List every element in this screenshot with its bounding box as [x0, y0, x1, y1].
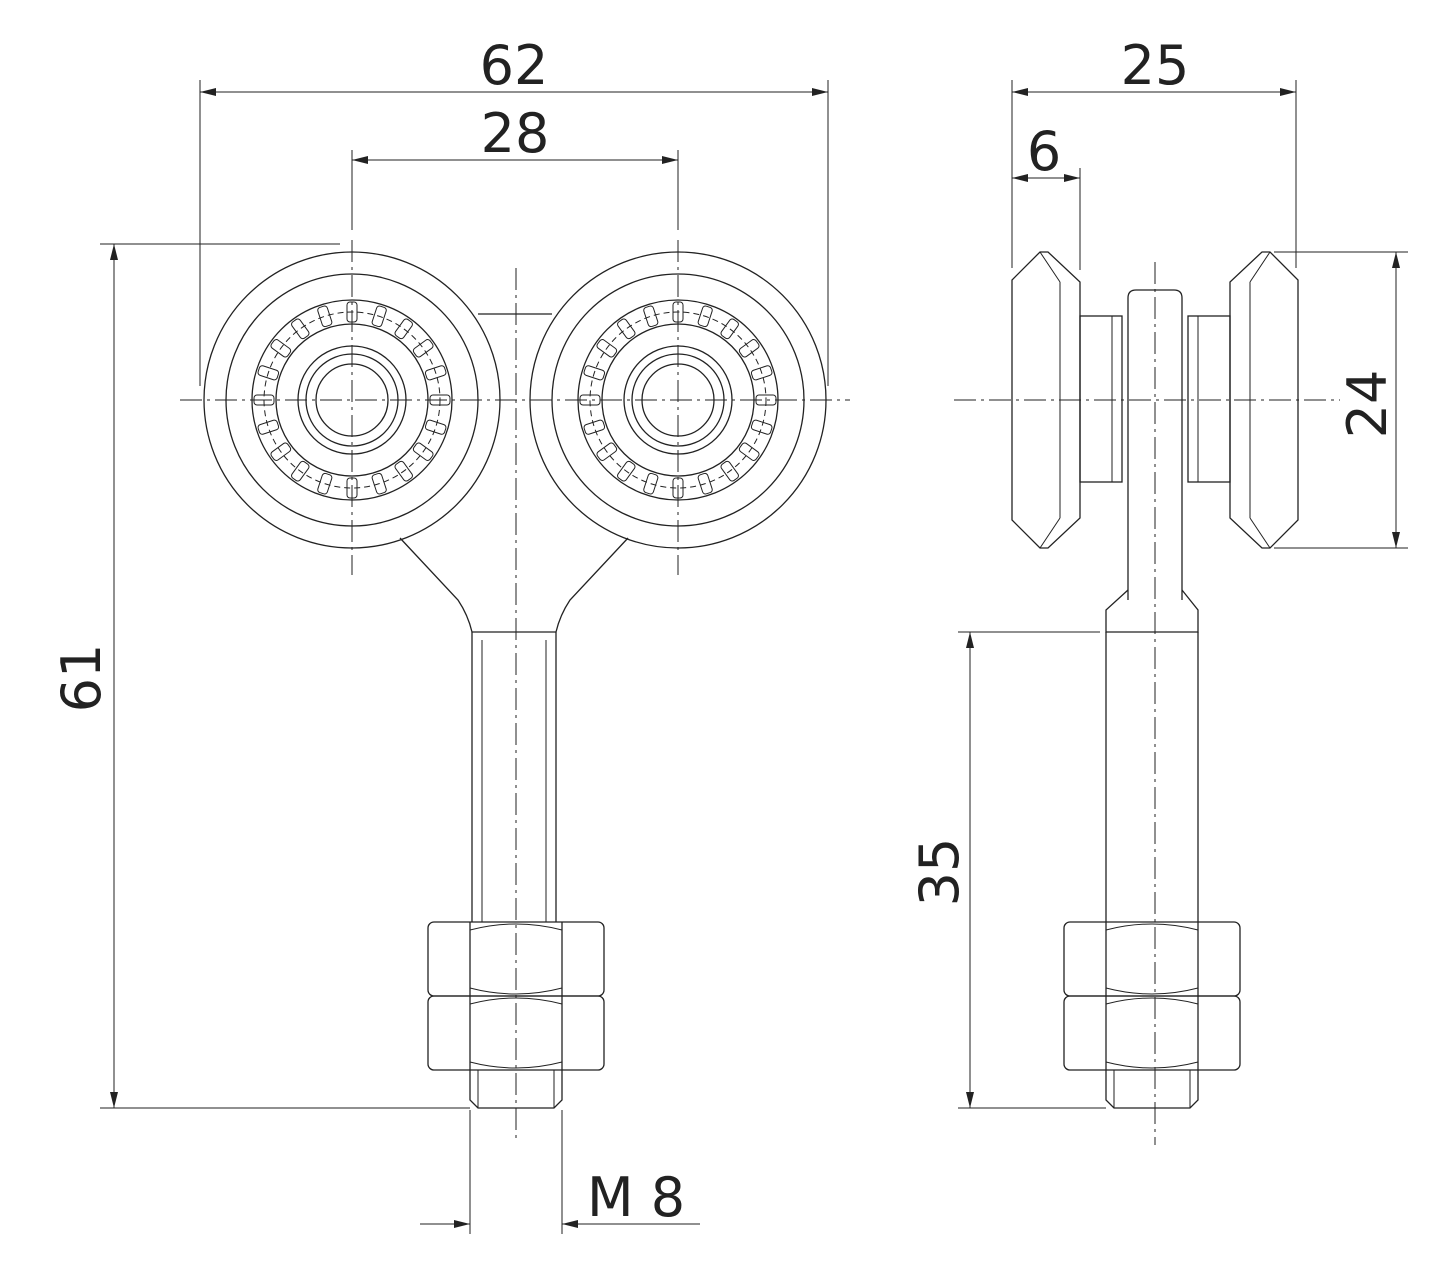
- front-centerlines: [180, 240, 850, 1140]
- bearing-ball: [257, 365, 280, 381]
- bearing-ball: [270, 442, 292, 461]
- bearing-ball: [394, 318, 413, 340]
- dim-25-label: 25: [1121, 34, 1190, 97]
- bearing-ball: [720, 460, 739, 482]
- bearing-ball: [253, 394, 275, 406]
- dim-m8-label: M 8: [587, 1166, 685, 1229]
- bearing-ball: [270, 339, 292, 358]
- front-view: 62 28 61 M 8: [50, 34, 850, 1234]
- bearing-ball: [346, 477, 358, 499]
- bearing-ball: [394, 460, 413, 482]
- side-nut-upper: [1063, 921, 1241, 997]
- dim-24-label: 24: [1336, 370, 1399, 439]
- bearing-ball: [643, 305, 659, 328]
- side-right-hub: [1187, 315, 1231, 483]
- bearing-ball: [346, 301, 358, 323]
- bearing-ball: [750, 419, 773, 435]
- bearing-ball: [371, 472, 387, 495]
- dim-62-label: 62: [480, 34, 549, 97]
- bearing-ball: [583, 365, 606, 381]
- bearing-ball: [579, 394, 601, 406]
- dim-6: 6: [1012, 120, 1081, 270]
- dim-24: 24: [1274, 251, 1408, 549]
- bearing-ball: [617, 318, 636, 340]
- side-nut-lower: [1063, 995, 1241, 1071]
- dim-m8: M 8: [420, 1110, 700, 1234]
- bearing-ball: [412, 442, 434, 461]
- bearing-ball: [672, 477, 684, 499]
- left-bearing-balls: [253, 301, 451, 499]
- bearing-ball: [750, 365, 773, 381]
- bearing-ball: [738, 339, 760, 358]
- dim-25: 25: [1011, 34, 1297, 268]
- bearing-ball: [755, 394, 777, 406]
- bearing-ball: [429, 394, 451, 406]
- side-left-hub: [1079, 315, 1123, 483]
- bearing-ball: [697, 472, 713, 495]
- bearing-ball: [738, 442, 760, 461]
- bearing-ball: [617, 460, 636, 482]
- bracket-body: [399, 313, 629, 922]
- dim-35: 35: [908, 631, 1106, 1109]
- dim-61-label: 61: [50, 644, 113, 713]
- side-body: [1105, 289, 1199, 922]
- bearing-ball: [317, 472, 333, 495]
- bearing-ball: [371, 305, 387, 328]
- bearing-ball: [643, 472, 659, 495]
- side-view: 25 6 24 35: [908, 34, 1408, 1145]
- bearing-ball: [424, 419, 447, 435]
- bearing-ball: [596, 442, 618, 461]
- dim-35-label: 35: [908, 838, 971, 907]
- bearing-ball: [596, 339, 618, 358]
- bearing-ball: [697, 305, 713, 328]
- bearing-ball: [412, 339, 434, 358]
- side-centerlines: [954, 262, 1340, 1145]
- dim-28-label: 28: [481, 102, 550, 165]
- bearing-ball: [720, 318, 739, 340]
- bearing-ball: [317, 305, 333, 328]
- side-thread-end: [1105, 1070, 1199, 1109]
- dim-61: 61: [50, 243, 470, 1109]
- dim-62: 62: [199, 34, 829, 386]
- bearing-ball: [672, 301, 684, 323]
- bearing-ball: [257, 419, 280, 435]
- bearing-ball: [291, 460, 310, 482]
- bearing-ball: [424, 365, 447, 381]
- dim-6-label: 6: [1027, 120, 1061, 183]
- bearing-ball: [291, 318, 310, 340]
- right-bearing-balls: [579, 301, 777, 499]
- dim-28: 28: [351, 102, 679, 230]
- bearing-ball: [583, 419, 606, 435]
